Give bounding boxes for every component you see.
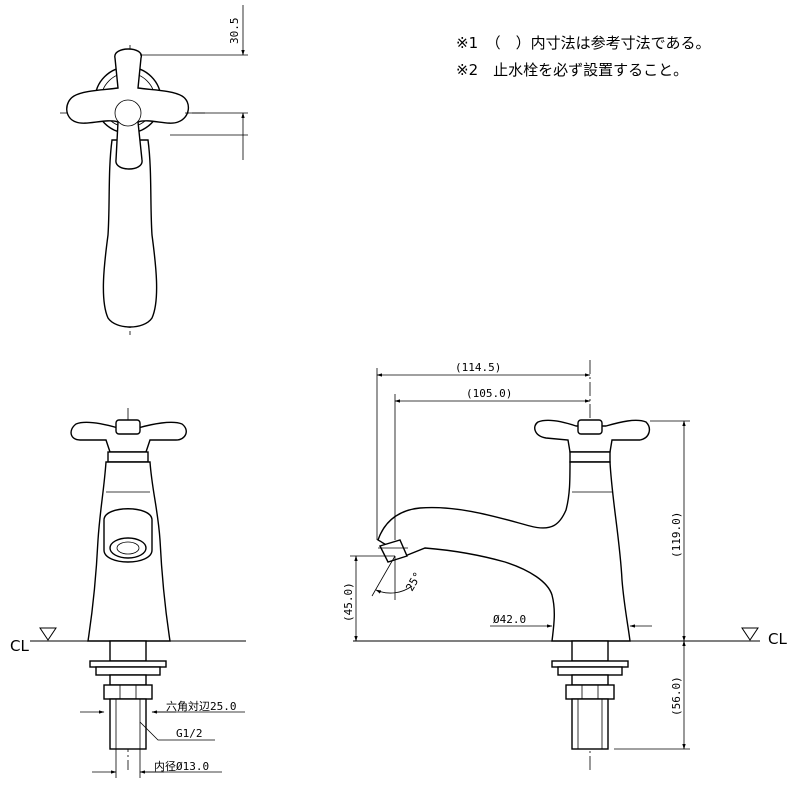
front-washer-2 (95, 666, 161, 676)
side-cl-label: CL (768, 630, 787, 648)
front-thread-shank (109, 698, 147, 750)
front-hex-nut (103, 684, 153, 700)
note-1: ※1 （ ）内寸法は参考寸法である。 (456, 34, 711, 52)
dim-base-dia: Ø42.0 (493, 613, 526, 626)
dim-spout-height: (45.0) (342, 582, 355, 622)
side-thread-shank (571, 698, 609, 750)
thread-leader (139, 721, 215, 741)
front-level-mark (39, 627, 57, 641)
top-view: 30.5 (60, 5, 248, 335)
dim-overall-length: (114.5) (455, 361, 501, 374)
side-view: CL (114.5) (105.0) (119.0) (342, 360, 787, 770)
side-handle-cap (577, 419, 603, 435)
dim-spout-angle: 25° (403, 570, 424, 594)
side-body-spout (377, 461, 631, 642)
hex-label: 六角対辺25.0 (166, 699, 237, 713)
front-cl-label: CL (10, 637, 29, 655)
side-shank-upper (571, 640, 609, 662)
bore-label: 内径Ø13.0 (154, 759, 209, 773)
angle-arc (375, 585, 413, 594)
front-stem-collar (107, 451, 149, 463)
front-spout-outlet-inner (116, 541, 140, 555)
side-shank-mid (571, 674, 609, 686)
thread-label: G1/2 (176, 727, 203, 740)
front-cross-handle (70, 421, 187, 453)
angle-ref-line-1 (371, 555, 396, 597)
dim-spout-reach: (105.0) (466, 387, 512, 400)
dim-shank-length: (56.0) (670, 676, 683, 716)
notes: ※1 （ ）内寸法は参考寸法である。 ※2 止水栓を必ず設置すること。 (456, 30, 710, 84)
front-spout-outlet (109, 537, 147, 559)
front-shank-mid (109, 674, 147, 686)
front-view: CL 六角対辺25.0 G1/2 (10, 408, 246, 778)
side-spout-tip (379, 539, 408, 563)
lever-body (102, 139, 158, 328)
side-level-mark (741, 627, 759, 641)
side-cross-handle (534, 419, 651, 453)
dim-height: (119.0) (670, 512, 683, 558)
side-hex-nut (565, 684, 615, 700)
cross-handle-top (66, 48, 189, 170)
cross-handle-hub (114, 99, 142, 127)
side-washer-1 (551, 660, 629, 668)
note-2: ※2 止水栓を必ず設置すること。 (456, 61, 689, 79)
side-washer-2 (557, 666, 623, 676)
front-washer-1 (89, 660, 167, 668)
dim-handle-offset: 30.5 (228, 18, 241, 45)
front-shank-upper (109, 640, 147, 662)
side-stem-collar (569, 451, 611, 463)
front-handle-cap (115, 419, 141, 435)
